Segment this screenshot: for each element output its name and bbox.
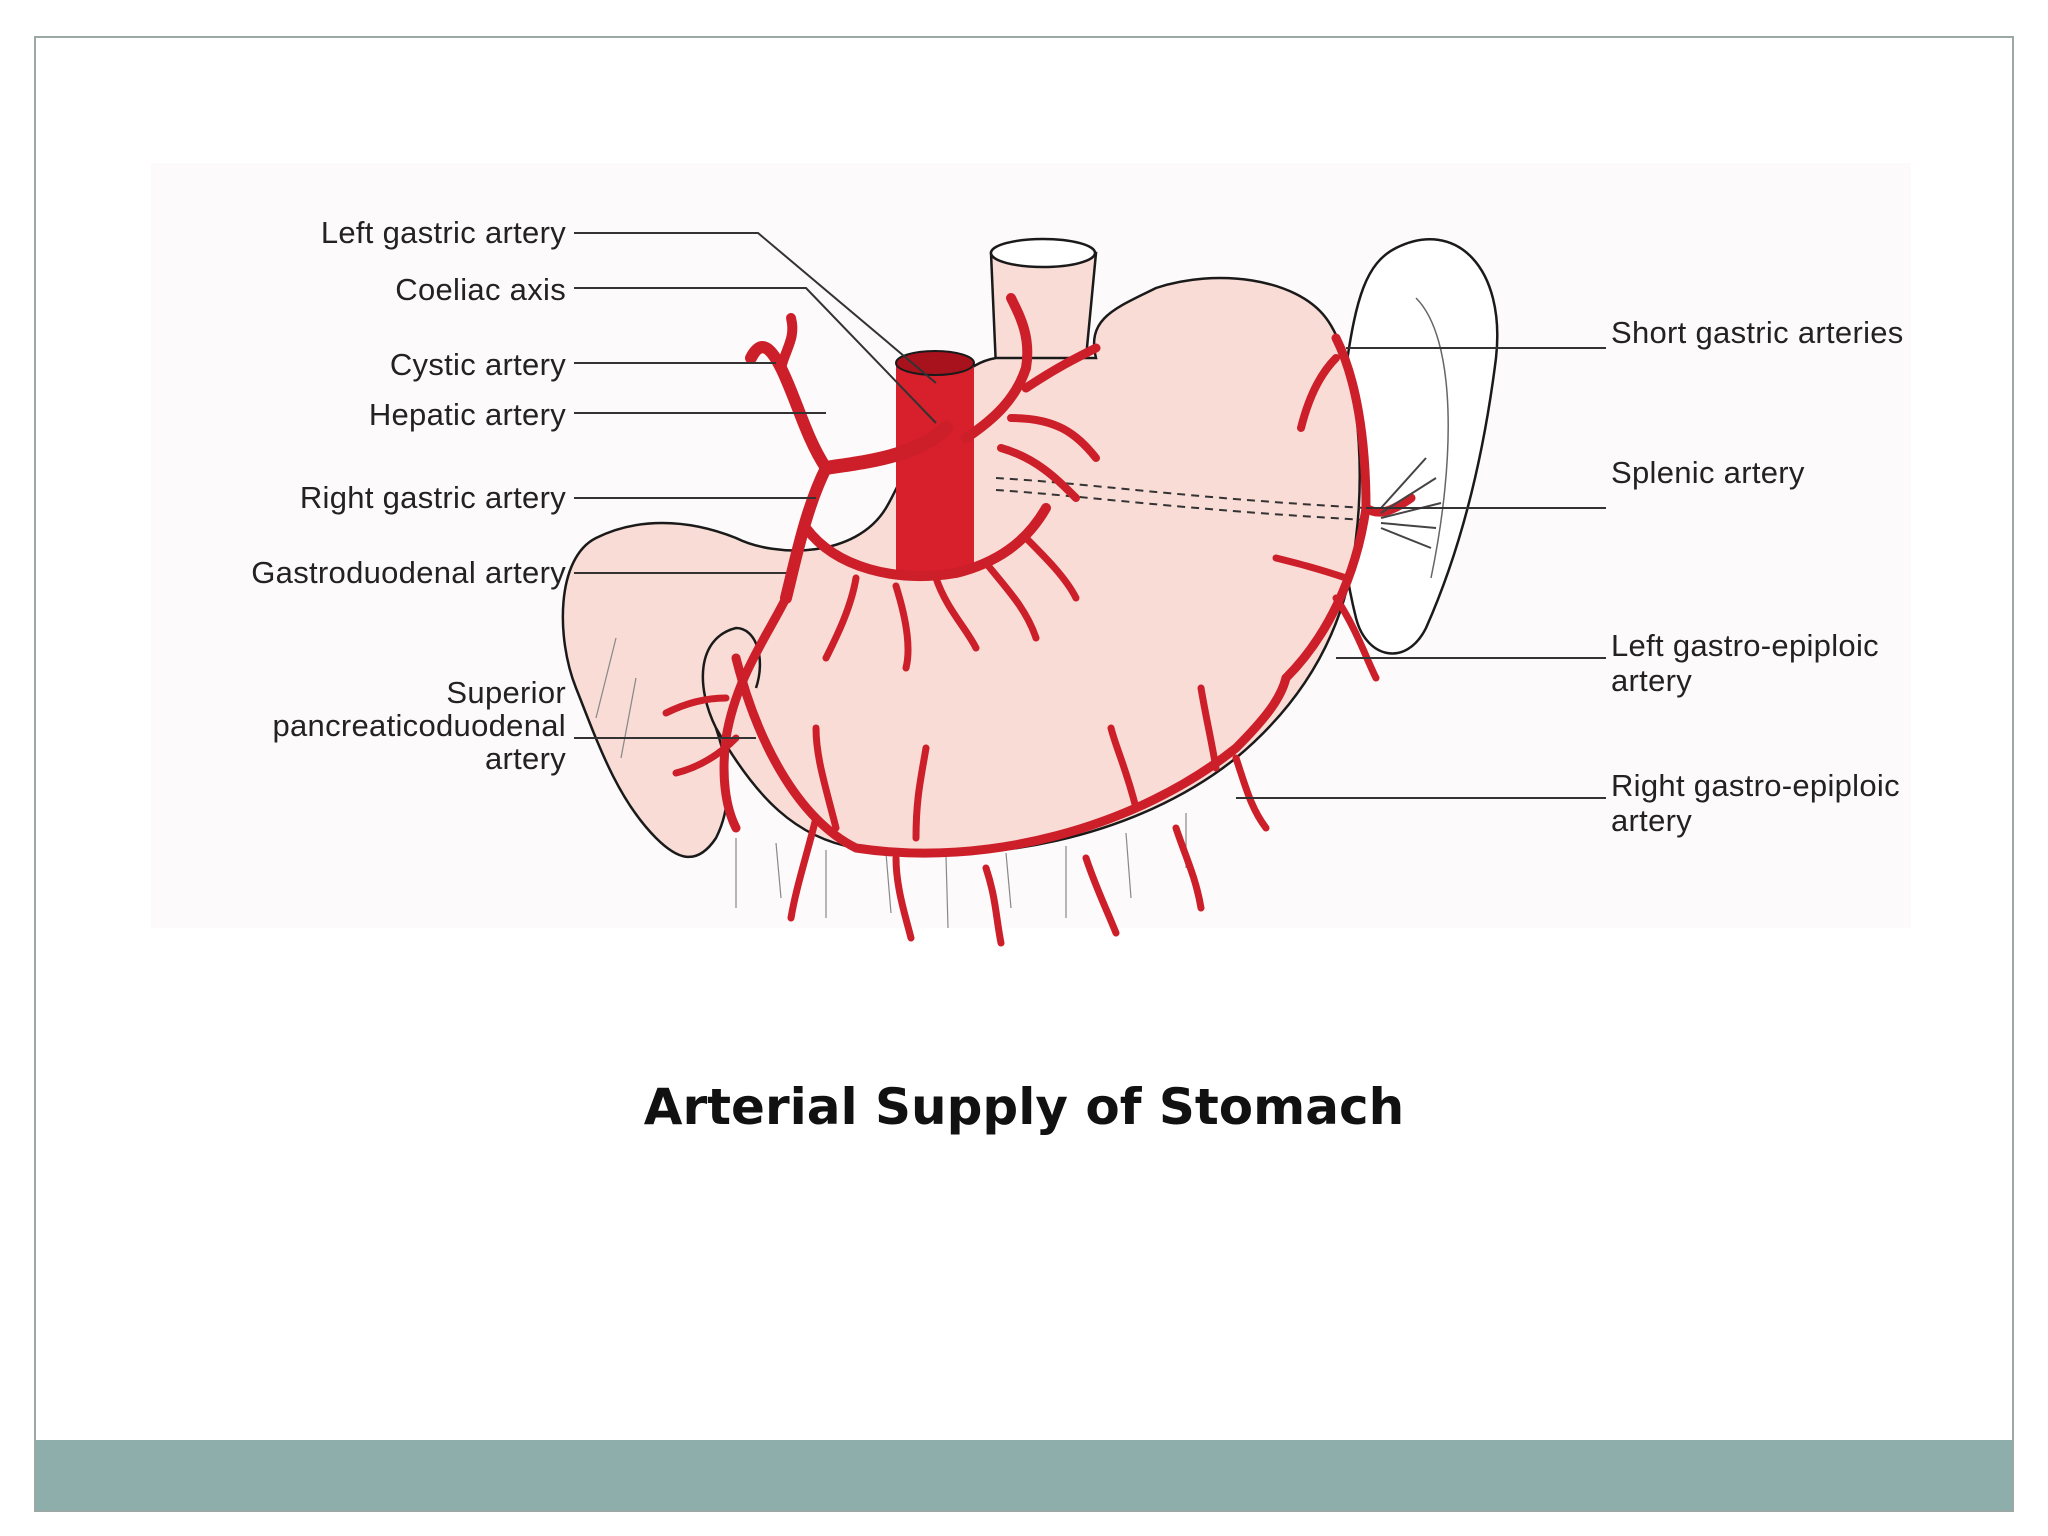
leader-lines-right: [1236, 347, 1606, 799]
slide-caption: Arterial Supply of Stomach: [643, 1078, 1405, 1136]
leader-lines-left: [574, 232, 937, 739]
left-gastric-branch-3: [997, 444, 1080, 502]
gastroduodenal-artery-vessel: [780, 462, 832, 604]
label-sup-pancreaticoduodenal-1: Superior: [446, 675, 566, 710]
label-right-gastro-epiploic-1: Right gastro-epiploic: [1611, 768, 1900, 803]
esophagus-opening: [989, 237, 1097, 269]
label-splenic-artery: Splenic artery: [1611, 455, 1805, 490]
left-gastric-artery-vessel: [961, 293, 1033, 443]
cystic-branch: [776, 313, 798, 373]
splenic-hilum-branches: [1380, 457, 1442, 549]
slide: Left gastric artery Coeliac axis Cystic …: [34, 36, 2014, 1512]
omentum-hatching: [595, 637, 1187, 929]
label-sup-pancreaticoduodenal-2: pancreaticoduodenal: [272, 708, 566, 743]
left-gastro-epiploic-branch-2: [1272, 554, 1350, 582]
label-right-gastric-artery: Right gastric artery: [300, 480, 566, 515]
label-sup-pancreaticoduodenal-3: artery: [485, 741, 566, 776]
short-gastric-branch: [1297, 354, 1340, 432]
footer-band: [36, 1440, 2012, 1510]
label-left-gastro-epiploic-2: artery: [1611, 663, 1692, 698]
lesser-curvature-branches: [822, 534, 1080, 672]
greater-curvature-branches: [787, 684, 1270, 947]
diagram-svg: Left gastric artery Coeliac axis Cystic …: [151, 163, 1911, 947]
left-gastro-epiploic-branch: [1332, 594, 1380, 682]
stomach-artery-diagram: Left gastric artery Coeliac axis Cystic …: [36, 38, 2012, 1038]
left-gastric-branch-2: [1007, 414, 1100, 462]
short-gastric-artery-vessel: [1331, 333, 1371, 513]
hepatic-artery-vessel: [819, 421, 953, 475]
right-gastro-epiploic-artery-vessel: [731, 653, 1291, 858]
spleen-inner-line: [1415, 297, 1449, 579]
aorta: [896, 363, 974, 573]
sup-pancreatico-branch-2: [662, 694, 730, 717]
label-coeliac-axis: Coeliac axis: [395, 272, 566, 307]
label-gastroduodenal-artery: Gastroduodenal artery: [251, 555, 566, 590]
aorta-lumen: [895, 350, 975, 376]
esophagus-shape: [989, 251, 1098, 370]
label-left-gastric-artery: Left gastric artery: [321, 215, 566, 250]
sup-pancreaticoduodenal-artery-vessel: [719, 593, 791, 833]
label-hepatic-artery: Hepatic artery: [369, 397, 566, 432]
label-cystic-artery: Cystic artery: [390, 347, 566, 382]
label-right-gastro-epiploic-2: artery: [1611, 803, 1692, 838]
duodenum-fold: [701, 626, 762, 729]
right-gastric-artery-vessel: [801, 503, 1051, 581]
label-short-gastric-arteries: Short gastric arteries: [1611, 315, 1904, 350]
sup-pancreatico-branch: [672, 734, 740, 777]
label-left-gastro-epiploic-1: Left gastro-epiploic: [1611, 628, 1879, 663]
left-gastric-branch-1: [1021, 343, 1101, 393]
